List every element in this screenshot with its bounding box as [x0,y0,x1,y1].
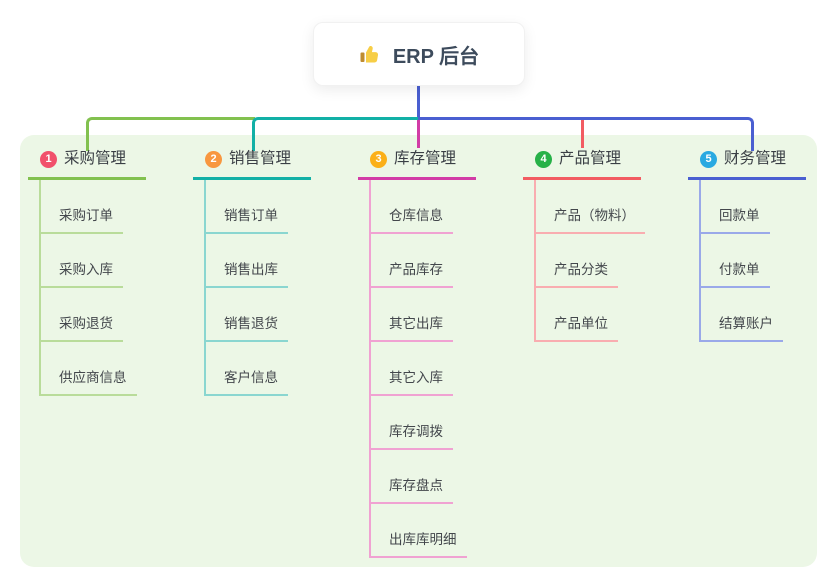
child-node[interactable]: 仓库信息 [371,180,508,234]
child-node-label: 供应商信息 [41,342,137,396]
child-node-label: 其它出库 [371,288,453,342]
branch-3-children: 仓库信息 产品库存 其它出库 其它入库 库存调拨 库存盘点 出库库明细 [369,180,508,558]
child-node[interactable]: 客户信息 [206,342,343,396]
branch-4-children: 产品（物料） 产品分类 产品单位 [534,180,673,342]
branch-sales: 2 销售管理 销售订单 销售出库 销售退货 客户信息 [193,148,343,396]
child-node[interactable]: 销售订单 [206,180,343,234]
branch-5-children: 回款单 付款单 结算账户 [699,180,838,342]
child-node[interactable]: 供应商信息 [41,342,178,396]
child-node[interactable]: 采购退货 [41,288,178,342]
child-node-label: 产品库存 [371,234,453,288]
branch-2-children: 销售订单 销售出库 销售退货 客户信息 [204,180,343,396]
branch-title-label: 采购管理 [64,150,127,167]
branch-title-label: 产品管理 [559,150,622,167]
connector-branch-2-elbow [252,117,421,151]
branch-title-label: 销售管理 [229,150,292,167]
connector-root-stem [417,84,420,120]
child-node-label: 其它入库 [371,342,453,396]
child-node-label: 产品单位 [536,288,618,342]
child-node-label: 库存盘点 [371,450,453,504]
child-node-label: 产品（物料） [536,180,645,234]
branch-purchase: 1 采购管理 采购订单 采购入库 采购退货 供应商信息 [28,148,178,396]
child-node[interactable]: 产品（物料） [536,180,673,234]
branch-2-badge: 2 [205,150,222,168]
child-node-label: 仓库信息 [371,180,453,234]
root-node[interactable]: ERP 后台 [313,22,525,86]
child-node[interactable]: 销售退货 [206,288,343,342]
child-node-label: 采购订单 [41,180,123,234]
child-node[interactable]: 采购入库 [41,234,178,288]
child-node[interactable]: 出库库明细 [371,504,508,558]
child-node-label: 客户信息 [206,342,288,396]
child-node-label: 采购入库 [41,234,123,288]
branch-title-purchase[interactable]: 1 采购管理 [28,148,146,180]
child-node[interactable]: 采购订单 [41,180,178,234]
child-node[interactable]: 产品单位 [536,288,673,342]
branch-title-sales[interactable]: 2 销售管理 [193,148,311,180]
child-node-label: 销售退货 [206,288,288,342]
child-node-label: 结算账户 [701,288,783,342]
child-node[interactable]: 其它入库 [371,342,508,396]
child-node-label: 回款单 [701,180,770,234]
branch-3-badge: 3 [370,150,387,168]
child-node-label: 库存调拨 [371,396,453,450]
branch-title-label: 财务管理 [724,150,787,167]
child-node[interactable]: 回款单 [701,180,838,234]
branch-5-badge: 5 [700,150,717,168]
branch-1-children: 采购订单 采购入库 采购退货 供应商信息 [39,180,178,396]
thumbs-up-icon [359,42,383,66]
child-node-label: 产品分类 [536,234,618,288]
branch-finance: 5 财务管理 回款单 付款单 结算账户 [688,148,838,342]
branch-4-badge: 4 [535,150,552,168]
child-node-label: 采购退货 [41,288,123,342]
root-node-label: ERP 后台 [392,45,480,68]
branch-title-finance[interactable]: 5 财务管理 [688,148,806,180]
connector-branch-1-elbow [86,117,255,151]
child-node-label: 销售出库 [206,234,288,288]
branch-inventory: 3 库存管理 仓库信息 产品库存 其它出库 其它入库 库存调拨 库存盘点 出库库… [358,148,508,558]
child-node[interactable]: 其它出库 [371,288,508,342]
branch-title-product[interactable]: 4 产品管理 [523,148,641,180]
child-node[interactable]: 付款单 [701,234,838,288]
child-node[interactable]: 产品分类 [536,234,673,288]
child-node[interactable]: 库存盘点 [371,450,508,504]
branch-title-inventory[interactable]: 3 库存管理 [358,148,476,180]
child-node-label: 销售订单 [206,180,288,234]
child-node[interactable]: 产品库存 [371,234,508,288]
child-node[interactable]: 销售出库 [206,234,343,288]
child-node[interactable]: 库存调拨 [371,396,508,450]
connector-branch-4-drop [581,120,584,148]
child-node[interactable]: 结算账户 [701,288,838,342]
child-node-label: 付款单 [701,234,770,288]
branches-background-panel [20,135,817,567]
branch-product: 4 产品管理 产品（物料） 产品分类 产品单位 [523,148,673,342]
connector-branch-5-elbow [418,117,754,151]
connector-branch-3-drop [417,120,420,148]
child-node-label: 出库库明细 [371,504,467,558]
branch-1-badge: 1 [40,150,57,168]
branch-title-label: 库存管理 [394,150,457,167]
